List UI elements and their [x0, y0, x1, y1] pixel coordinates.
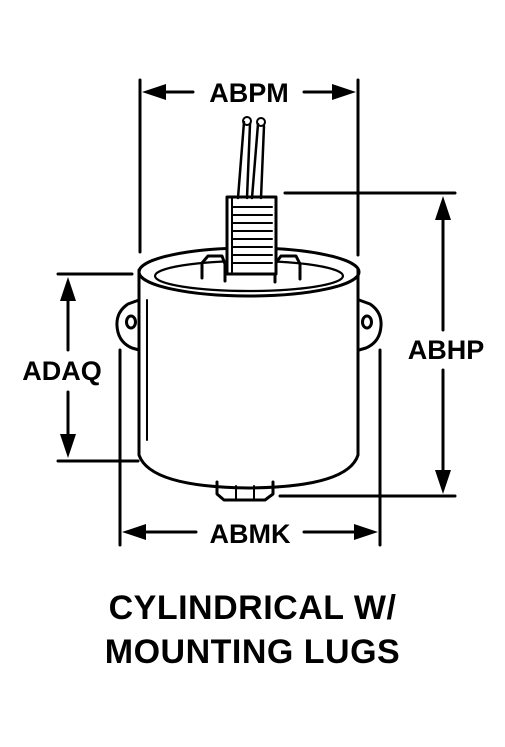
dim-label-abpm: ABPM — [209, 78, 289, 108]
arrowheads — [60, 84, 451, 540]
caption-line-1: CYLINDRICAL W/ — [108, 589, 397, 627]
stem-threads — [231, 206, 273, 264]
caption-line-2: MOUNTING LUGS — [104, 633, 401, 671]
right-mounting-lug — [357, 298, 383, 352]
lead-wires — [236, 120, 266, 200]
lead-wire-tip-left — [242, 116, 252, 126]
bottom-stud — [215, 480, 275, 502]
cylinder-body — [137, 268, 360, 490]
dim-label-adaq: ADAQ — [22, 356, 102, 386]
right-terminal-post — [273, 254, 302, 284]
left-mounting-lug — [115, 298, 141, 352]
left-terminal-post — [200, 254, 227, 283]
dim-label-abhp: ABHP — [408, 335, 485, 365]
dim-label-abmk: ABMK — [210, 519, 291, 549]
left-lug-hole — [125, 314, 137, 330]
lead-wire-tip-right — [256, 117, 266, 127]
right-lug-hole — [361, 314, 373, 330]
extension-lines — [56, 78, 457, 547]
